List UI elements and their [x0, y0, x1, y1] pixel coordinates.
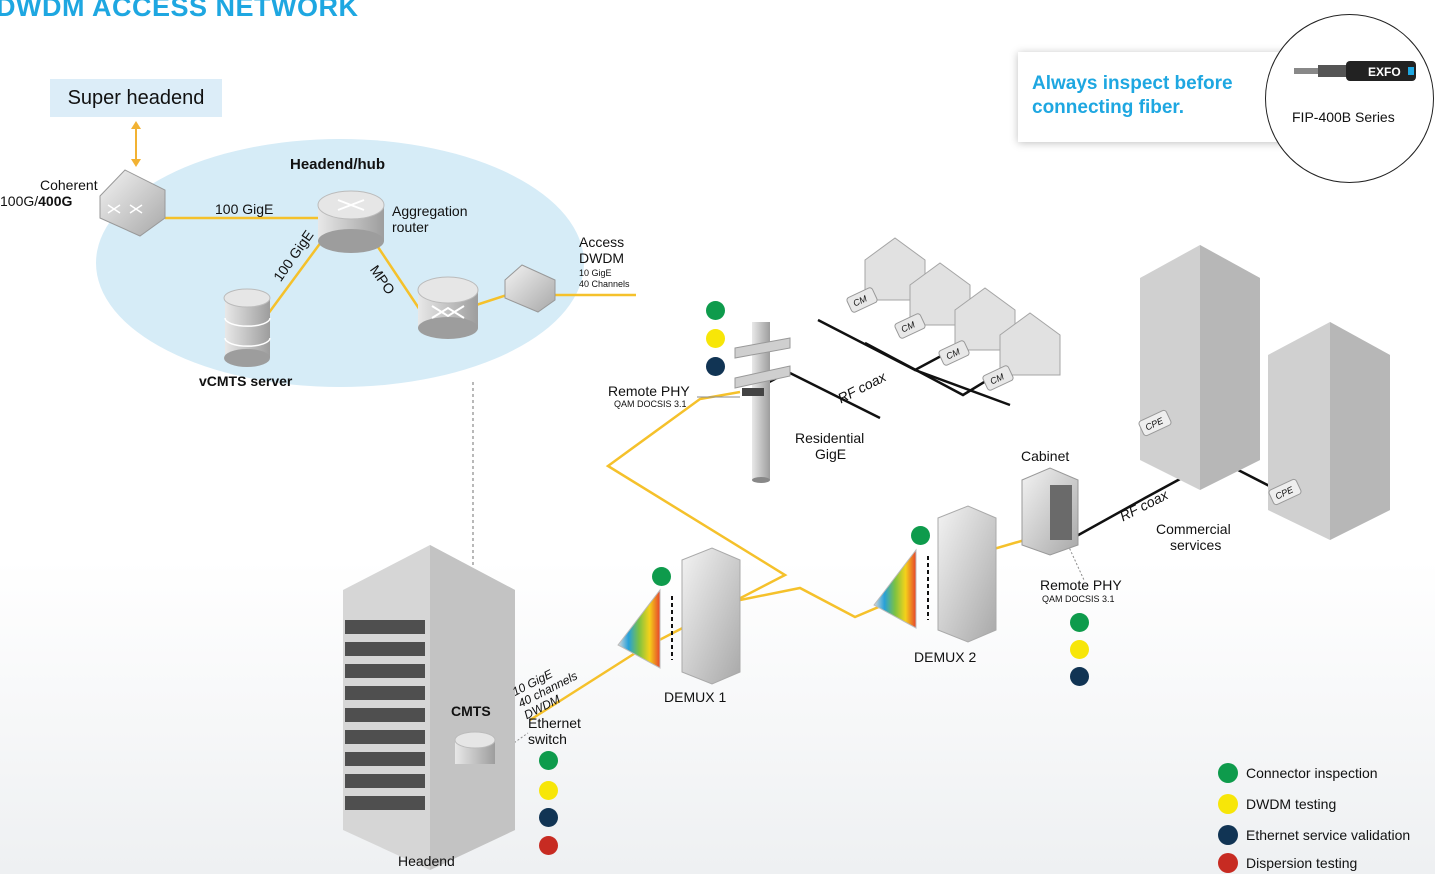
legend-dot — [1218, 763, 1238, 783]
ethernet-validation-dot — [1070, 667, 1089, 686]
vcmts-server-device — [223, 288, 271, 367]
legend-dot — [1218, 853, 1238, 873]
remote-phy-pole-sub: QAM DOCSIS 3.1 — [614, 399, 687, 409]
remote-phy-pole-label: Remote PHY — [608, 383, 690, 399]
commercial-line2: services — [1170, 537, 1222, 553]
connector-inspection-dot — [652, 567, 671, 586]
aggregation-router-line1: Aggregation — [392, 203, 468, 219]
vcmts-server-label: vCMTS server — [199, 373, 293, 389]
remote-phy-cabinet-sub: QAM DOCSIS 3.1 — [1042, 594, 1115, 604]
aggregation-router-device — [317, 190, 385, 253]
cabinet-device — [1021, 467, 1079, 556]
legend-dot — [1218, 825, 1238, 845]
cmts-label: CMTS — [451, 703, 491, 719]
dwdm-mux-device — [417, 276, 479, 339]
legend-label: DWDM testing — [1246, 796, 1337, 812]
legend-label: Connector inspection — [1246, 765, 1378, 781]
dwdm-testing-dot — [1070, 640, 1089, 659]
legend-label: Ethernet service validation — [1246, 827, 1411, 843]
access-dwdm-device — [504, 264, 556, 313]
legend-dot — [1218, 794, 1238, 814]
connector-inspection-dot — [1070, 613, 1089, 632]
commercial-line1: Commercial — [1156, 521, 1231, 537]
hub-title: Headend/hub — [290, 156, 386, 173]
dwdm-testing-dot — [539, 781, 558, 800]
dispersion-testing-dot — [539, 836, 558, 855]
coherent-speed-100g: 100G/ — [0, 193, 39, 209]
residential-line2: GigE — [815, 446, 847, 462]
probe-circle: EXFO FIP-400B Series — [1265, 14, 1434, 183]
coherent-label-line1: Coherent — [40, 177, 98, 193]
cable-modems — [846, 287, 1014, 391]
fip-probe-icon — [1294, 61, 1416, 81]
dwdm-testing-dot — [706, 329, 725, 348]
houses — [864, 237, 1061, 376]
residential-line1: Residential — [795, 430, 865, 446]
demux1-device — [617, 547, 741, 685]
ethernet-switch-line2: switch — [528, 731, 567, 747]
inspection-callout: Always inspect before connecting fiber. — [1018, 52, 1288, 142]
probe-product-label: FIP-400B Series — [1292, 109, 1395, 125]
access-dwdm-sub2: 40 Channels — [579, 279, 630, 289]
connector-inspection-dot — [539, 751, 558, 770]
demux2-label: DEMUX 2 — [914, 649, 977, 665]
ethernet-validation-dot — [539, 808, 558, 827]
callout-text: Always inspect before connecting fiber. — [1032, 73, 1233, 118]
connector-inspection-dot — [911, 526, 930, 545]
aggregation-router-line2: router — [392, 219, 429, 235]
connector-inspection-dot — [706, 301, 725, 320]
headend-rack — [343, 545, 515, 870]
demux2-device — [873, 505, 997, 643]
access-dwdm-line1: Access — [579, 234, 625, 250]
coherent-speed-400g: 400G — [38, 193, 73, 209]
coherent-transponder — [99, 169, 166, 237]
legend-label: Dispersion testing — [1246, 855, 1358, 871]
headend-hub-area — [96, 139, 584, 387]
probe-brand: EXFO — [1368, 65, 1401, 79]
access-dwdm-sub1: 10 GigE — [579, 268, 612, 278]
demux1-label: DEMUX 1 — [664, 689, 727, 705]
cabinet-label: Cabinet — [1021, 448, 1070, 464]
ethernet-validation-dot — [706, 357, 725, 376]
page-title: DWDM ACCESS NETWORK — [0, 0, 359, 22]
ethernet-switch-line1: Ethernet — [528, 715, 581, 731]
coherent-label-line2: 100G/400G — [0, 193, 72, 209]
super-headend-label: Super headend — [50, 79, 222, 117]
headend-label: Headend — [398, 853, 455, 869]
utility-pole — [734, 322, 791, 483]
access-dwdm-line2: DWDM — [579, 250, 625, 266]
office-buildings — [1138, 245, 1390, 540]
link-100gige-horizontal: 100 GigE — [215, 201, 274, 217]
remote-phy-cabinet-label: Remote PHY — [1040, 577, 1122, 593]
